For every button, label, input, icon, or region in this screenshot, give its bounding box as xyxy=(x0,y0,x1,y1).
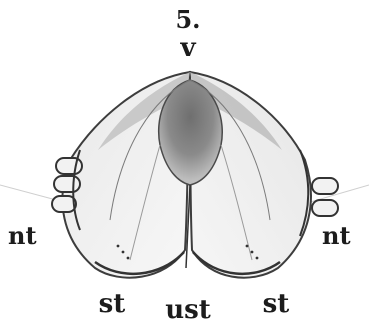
label-bottom-right: st xyxy=(263,289,290,319)
organ-body xyxy=(62,72,310,278)
label-right: nt xyxy=(322,221,351,250)
label-bottom-left: st xyxy=(99,289,126,319)
label-left: nt xyxy=(8,221,37,250)
label-bottom-center: ust xyxy=(165,295,211,325)
figure-number: 5. xyxy=(175,5,200,34)
label-top: v xyxy=(179,33,196,63)
